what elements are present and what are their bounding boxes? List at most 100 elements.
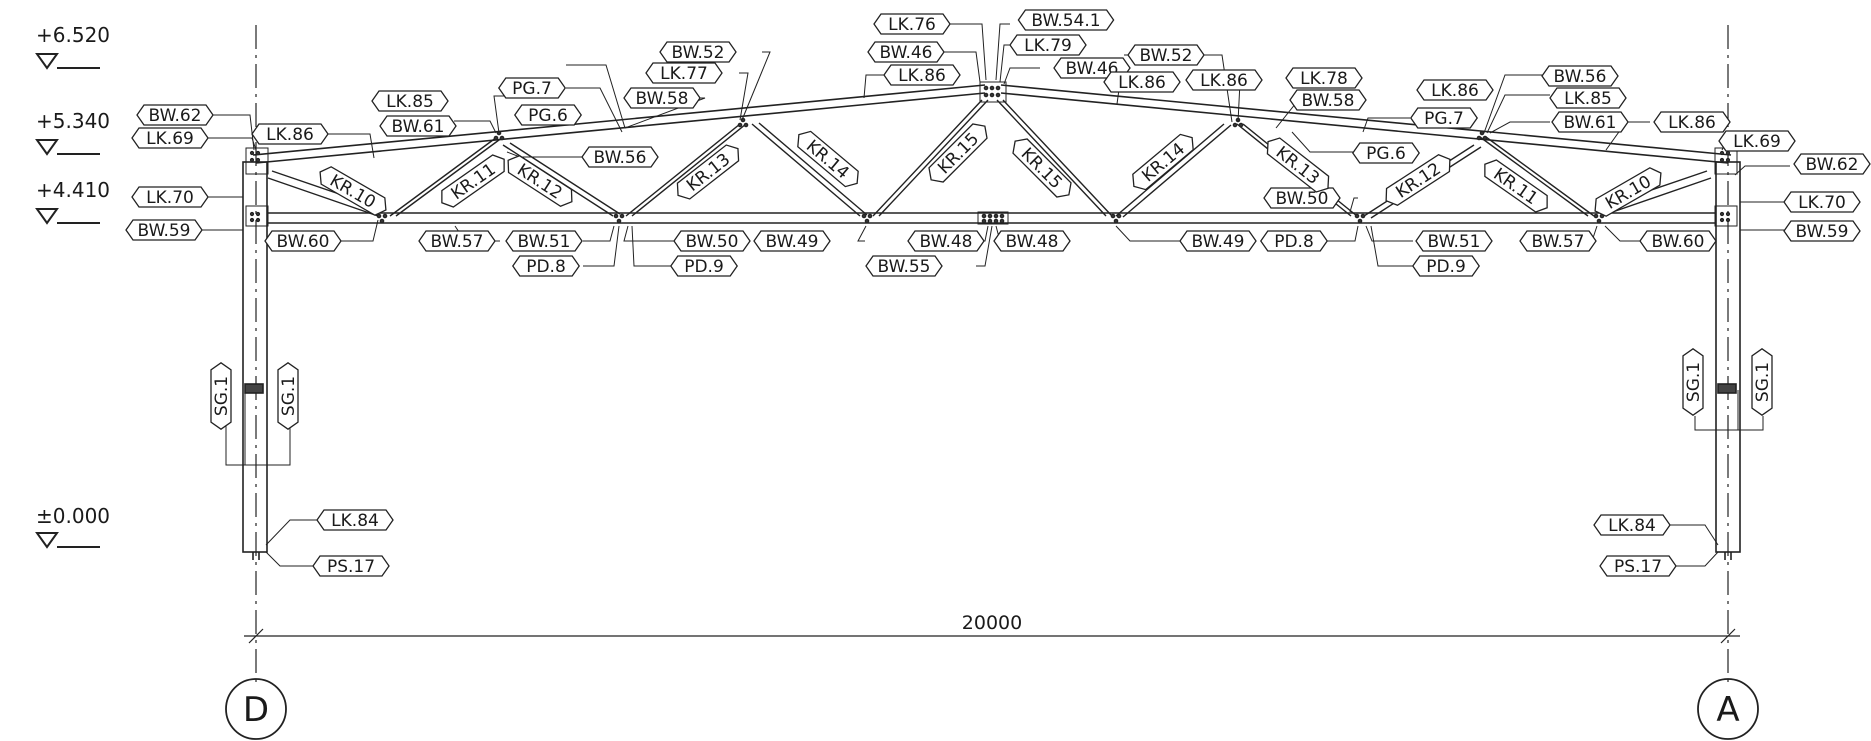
left-column <box>242 161 268 553</box>
member-tag-lk-86: LK.86 <box>1103 71 1181 93</box>
member-tag-sg-1: SG.1 <box>210 362 232 430</box>
member-tag-pd-9: PD.9 <box>1412 255 1480 277</box>
diagonal-tag-kr-11: KR.11 <box>441 154 505 208</box>
member-tag-bw-52: BW.52 <box>1127 44 1205 66</box>
member-tag-label: PG.7 <box>512 79 552 99</box>
member-tag-label: BW.58 <box>1302 91 1355 111</box>
member-tag-lk-85: LK.85 <box>371 90 449 112</box>
diag-kr13-l-b <box>631 123 747 217</box>
level-triangle-4 <box>35 532 59 549</box>
member-tag-lk-84: LK.84 <box>316 509 394 531</box>
member-tag-label: BW.61 <box>392 117 445 137</box>
top-chord-right-upper <box>1000 84 1732 156</box>
level-triangle-2 <box>35 139 59 156</box>
level-triangle-1 <box>35 53 59 70</box>
dimension-line <box>244 628 1740 644</box>
member-tag-label: BW.52 <box>1140 46 1193 66</box>
diag-kr14-r-b <box>1122 124 1232 218</box>
member-tag-sg-1: SG.1 <box>277 362 299 430</box>
member-tag-label: BW.61 <box>1564 113 1617 133</box>
member-tag-bw-49: BW.49 <box>753 230 831 252</box>
member-tag-bw-48: BW.48 <box>907 230 985 252</box>
member-tag-pg-6: PG.6 <box>514 104 582 126</box>
member-tag-label: LK.69 <box>1733 132 1781 152</box>
member-tag-label: PD.9 <box>1426 257 1466 277</box>
level-triangle-3 <box>35 208 59 225</box>
diag-kr13-l-a <box>625 123 741 217</box>
diag-kr11-l-a <box>389 136 498 217</box>
member-tag-label: BW.60 <box>1652 232 1705 252</box>
member-tag-bw-56: BW.56 <box>1541 65 1619 87</box>
member-tag-label: BW.57 <box>431 232 484 252</box>
member-tag-lk-77: LK.77 <box>645 62 723 84</box>
member-tag-lk-86: LK.86 <box>1185 69 1263 91</box>
member-tag-label: BW.58 <box>636 89 689 109</box>
diag-kr14-l-a <box>751 123 861 217</box>
member-tag-bw-55: BW.55 <box>865 255 943 277</box>
member-tag-bw-59: BW.59 <box>125 219 203 241</box>
member-tag-label: SG.1 <box>212 376 232 416</box>
member-tag-bw-57: BW.57 <box>418 230 496 252</box>
level-label-1: +6.520 <box>36 23 110 47</box>
member-tag-bw-50: BW.50 <box>673 230 751 252</box>
member-tag-bw-59: BW.59 <box>1783 220 1861 242</box>
member-tag-bw-50: BW.50 <box>1263 187 1341 209</box>
diag-kr11-r-a <box>1479 136 1589 217</box>
member-tag-bw-46: BW.46 <box>867 41 945 63</box>
member-tag-bw-62: BW.62 <box>1793 153 1871 175</box>
top-chord-left-upper <box>252 84 986 156</box>
member-tag-label: LK.86 <box>266 125 314 145</box>
member-tag-bw-51: BW.51 <box>1415 230 1493 252</box>
member-tag-bw-57: BW.57 <box>1519 230 1597 252</box>
member-tag-label: PD.8 <box>1274 232 1314 252</box>
member-tag-label: BW.51 <box>518 232 571 252</box>
diagonal-tag-label: KR.15 <box>934 129 983 178</box>
axis-bubble-d <box>225 678 287 740</box>
diag-kr15-r-a <box>996 99 1107 217</box>
member-tag-label: LK.70 <box>1798 193 1846 213</box>
member-tag-label: LK.78 <box>1300 69 1348 89</box>
member-tag-label: SG.1 <box>1684 362 1704 402</box>
member-tag-label: LK.86 <box>1200 71 1248 91</box>
member-tag-pg-6: PG.6 <box>1352 142 1420 164</box>
member-tag-lk-78: LK.78 <box>1285 67 1363 89</box>
member-tag-label: PD.8 <box>526 257 566 277</box>
member-tag-label: BW.52 <box>672 43 725 63</box>
member-tag-ps-17: PS.17 <box>1599 555 1677 577</box>
member-tag-label: BW.48 <box>1006 232 1059 252</box>
diagonal-tag-kr-10: KR.10 <box>1594 167 1662 217</box>
member-tag-label: BW.62 <box>149 106 202 126</box>
member-tag-lk-70: LK.70 <box>1783 191 1861 213</box>
member-tag-label: PS.17 <box>327 557 375 577</box>
diagonal-tag-kr-15: KR.15 <box>928 123 988 183</box>
member-tag-label: BW.50 <box>686 232 739 252</box>
diagonal-tag-kr-15: KR.15 <box>1012 138 1072 198</box>
member-tag-label: PG.6 <box>528 106 568 126</box>
diag-kr15-l-b <box>878 99 989 217</box>
axis-label-d: D <box>243 690 269 730</box>
member-tag-label: BW.60 <box>277 232 330 252</box>
member-tag-lk-84: LK.84 <box>1593 514 1671 536</box>
diag-kr11-r-b <box>1485 136 1595 217</box>
member-tag-bw-49: BW.49 <box>1179 230 1257 252</box>
diagonal-tag-kr-10: KR.10 <box>319 166 387 216</box>
diag-kr11-l-b <box>395 136 504 217</box>
member-tag-label: BW.59 <box>138 221 191 241</box>
member-tag-label: BW.55 <box>878 257 931 277</box>
member-tag-label: LK.86 <box>898 66 946 86</box>
member-tag-label: LK.86 <box>1431 81 1479 101</box>
member-tag-label: BW.50 <box>1276 189 1329 209</box>
member-tag-label: LK.84 <box>331 511 379 531</box>
member-tag-label: LK.85 <box>1564 89 1612 109</box>
member-tag-bw-52: BW.52 <box>659 41 737 63</box>
member-tag-label: LK.85 <box>386 92 434 112</box>
member-tag-label: LK.76 <box>888 15 936 35</box>
member-tag-label: BW.56 <box>1554 67 1607 87</box>
diagonal-tag-label: KR.10 <box>1602 172 1655 214</box>
member-tag-lk-76: LK.76 <box>873 13 951 35</box>
member-tag-bw-54-1: BW.54.1 <box>1017 9 1115 31</box>
joint-plates <box>245 81 1738 227</box>
member-tag-lk-69: LK.69 <box>131 127 209 149</box>
